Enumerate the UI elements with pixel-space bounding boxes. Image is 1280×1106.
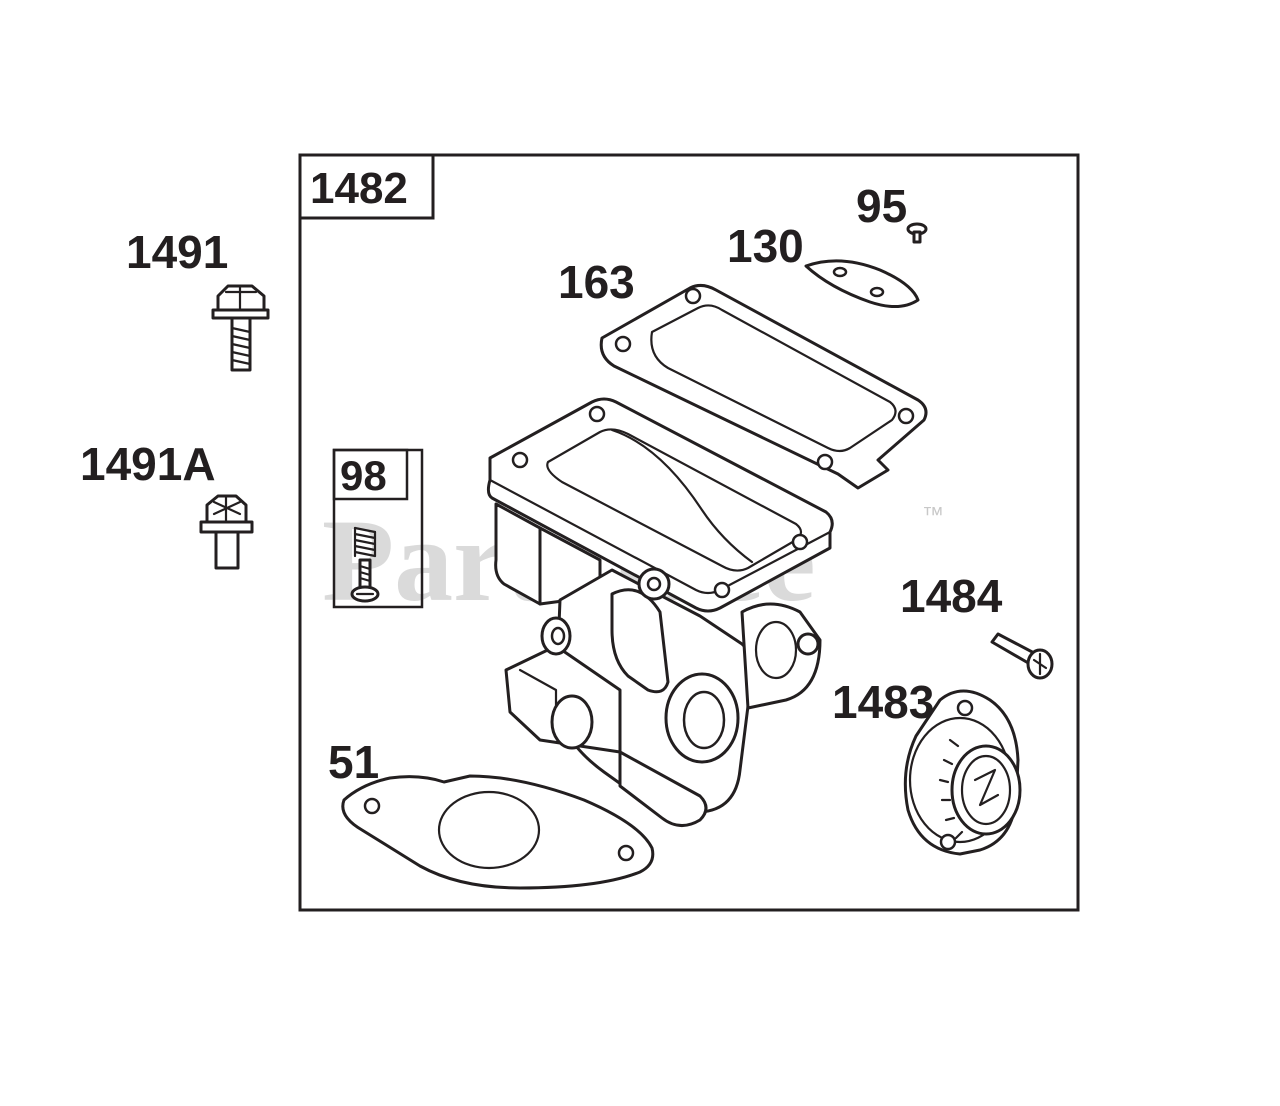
part-98-label-box (332, 448, 409, 501)
gasket-163-icon[interactable] (599, 283, 928, 490)
gasket-51-icon[interactable] (341, 774, 655, 890)
part-label-95[interactable]: 95 (856, 180, 907, 232)
bolt-1491a-icon[interactable] (199, 494, 254, 570)
bolt-1491-icon[interactable] (211, 284, 270, 372)
screw-1484-icon[interactable] (990, 632, 1054, 680)
assembly-label[interactable]: 1482 (310, 164, 408, 213)
screw-95-icon[interactable] (906, 222, 928, 244)
part-label-1484[interactable]: 1484 (900, 570, 1003, 622)
part-label-51[interactable]: 51 (328, 736, 379, 788)
plate-130-icon[interactable] (804, 259, 920, 308)
screw-icon[interactable] (350, 558, 380, 603)
part-label-1491[interactable]: 1491 (126, 226, 228, 278)
spring-icon[interactable] (353, 526, 377, 558)
trademark: ™ (922, 502, 944, 527)
carburetor-body-icon[interactable] (486, 397, 834, 827)
cover-1483-icon[interactable] (903, 689, 1022, 856)
part-label-1491a[interactable]: 1491A (80, 438, 216, 490)
part-label-98[interactable]: 98 (340, 452, 387, 499)
assembly-frame (298, 153, 1080, 912)
part-label-1483[interactable]: 1483 (832, 676, 934, 728)
assembly-label-box (298, 153, 435, 220)
part-label-163[interactable]: 163 (558, 256, 635, 308)
part-label-130[interactable]: 130 (727, 220, 804, 272)
